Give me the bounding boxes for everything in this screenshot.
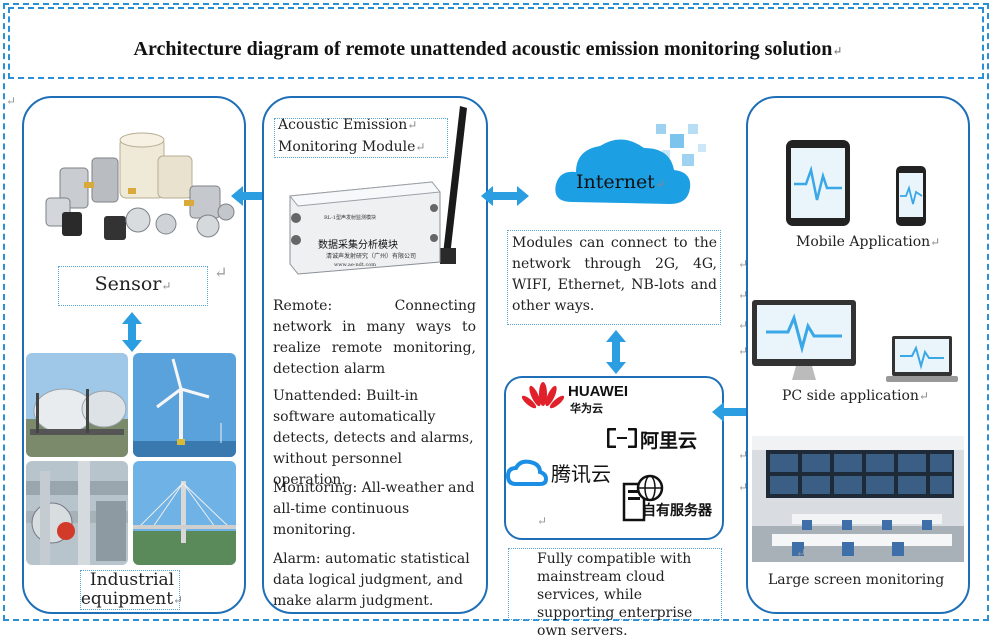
margin-mark: ↵ (214, 263, 228, 282)
margin-mark: ↵ (6, 94, 17, 108)
device-text-3: 清诚声发射研究（广州）有限公司 (326, 253, 417, 260)
pc-app-label: PC side application↵ (782, 387, 929, 405)
control-room-photo (752, 436, 964, 562)
storage-tank-photo (26, 353, 128, 457)
module-panel (262, 96, 488, 614)
module-heading-box (274, 118, 448, 158)
device-text-1: RL-1型声发射监测模块 (324, 215, 376, 221)
equipment-label-line2: equipment (80, 589, 174, 609)
unattended-feature: Unattended: Built-in software automatica… (273, 388, 474, 488)
pipeline-photo (26, 461, 128, 565)
margin-mark: ↵ (796, 546, 807, 560)
margin-mark: ↵ (738, 480, 749, 494)
aliyun-logo-icon (607, 428, 637, 448)
sensor-equipment-arrow (120, 312, 144, 352)
internet-label: Internet↵ (576, 173, 665, 193)
cloud-icon (552, 116, 730, 216)
device-text-4: www.ae-ndt.com (334, 262, 377, 268)
margin-mark: ↵ (738, 288, 749, 302)
wind-turbine-photo (133, 353, 236, 457)
margin-mark: ↵ (738, 318, 749, 332)
connect-text-box (507, 230, 721, 325)
margin-mark: ↵ (738, 344, 749, 358)
margin-mark: ↵ (738, 448, 749, 462)
return-mark: ↵ (161, 279, 172, 293)
sensor-label-box (58, 266, 208, 306)
module-heading-line2: Monitoring Module (278, 139, 416, 155)
bridge-photo (133, 461, 236, 565)
large-screen-label: Large screen monitoring (768, 572, 945, 588)
outer-frame (3, 3, 989, 621)
sensor-image (40, 128, 236, 252)
remote-feature: Remote: Connecting network in many ways … (273, 298, 476, 377)
laptop-icon (886, 336, 958, 384)
device-text-2: 数据采集分析模块 (318, 240, 398, 251)
margin-mark: ↵ (537, 514, 548, 528)
pc-app-label-text: PC side application (782, 388, 919, 404)
equipment-label-box (80, 570, 180, 610)
huawei-logo-icon (522, 382, 564, 416)
return-mark: ↵ (654, 177, 665, 191)
module-internet-arrow (481, 184, 529, 208)
tencent-text: 腾讯云 (551, 462, 611, 486)
return-mark: ↵ (918, 389, 929, 403)
internet-label-text: Internet (576, 171, 655, 193)
diagram-title-text: Architecture diagram of remote unattende… (133, 38, 833, 60)
sensor-label: Sensor↵ (58, 272, 208, 298)
compat-text-box (508, 548, 722, 620)
acquisition-device (282, 178, 442, 276)
mobile-app-label-text: Mobile Application (796, 234, 931, 250)
server-icon (622, 474, 666, 522)
antenna-icon (440, 106, 470, 266)
connect-text: Modules can connect to the network throu… (512, 235, 717, 314)
diagram-title: Architecture diagram of remote unattende… (0, 38, 976, 61)
module-heading: Acoustic Emission↵ Monitoring Module↵ (278, 116, 450, 156)
tencent-logo-icon (506, 458, 548, 488)
alarm-feature: Alarm: automatic statistical data logica… (273, 551, 470, 609)
sensor-label-text: Sensor (94, 273, 162, 295)
title-frame (8, 7, 984, 79)
huawei-cn-text: 华为云 (570, 402, 603, 415)
equipment-label-line1: Industrial (89, 570, 175, 590)
aliyun-text: 阿里云 (640, 430, 698, 452)
huawei-text: HUAWEI (568, 383, 628, 400)
phone-icon (896, 166, 926, 226)
monitoring-feature: Monitoring: All-weather and all-time con… (273, 480, 475, 538)
equipment-label: Industrial equipment↵ (80, 571, 184, 610)
mobile-app-label: Mobile Application↵ (796, 233, 940, 251)
margin-mark: ↵ (738, 257, 749, 271)
return-mark: ↵ (173, 593, 184, 607)
return-mark: ↵ (832, 44, 843, 58)
own-server-text: 自有服务器 (642, 503, 712, 519)
internet-cloud-arrow (604, 330, 628, 374)
module-heading-line1: Acoustic Emission (278, 117, 408, 133)
return-mark: ↵ (930, 235, 941, 249)
return-mark: ↵ (407, 118, 418, 132)
return-mark: ↵ (415, 140, 426, 154)
monitor-icon (752, 300, 856, 384)
tablet-icon (786, 140, 850, 226)
